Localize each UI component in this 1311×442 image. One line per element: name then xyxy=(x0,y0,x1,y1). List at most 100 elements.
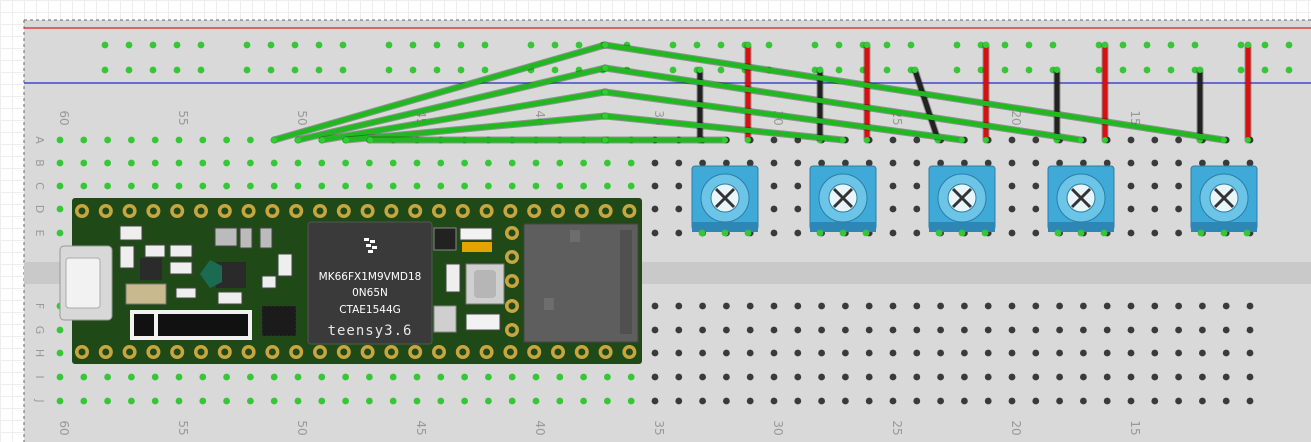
breadboard-hole xyxy=(627,182,635,190)
breadboard-hole xyxy=(723,349,730,357)
resistor-3 xyxy=(169,244,193,258)
breadboard-hole xyxy=(675,397,683,405)
breadboard-hole xyxy=(1080,397,1087,405)
breadboard-hole xyxy=(580,182,587,190)
breadboard-hole xyxy=(127,159,135,167)
teensy-pin-hole xyxy=(578,348,586,356)
teensy-pin-hole xyxy=(459,207,467,215)
breadboard-hole xyxy=(294,373,302,381)
regulator-chip xyxy=(140,258,162,280)
breadboard-hole xyxy=(1175,229,1182,237)
breadboard-hole xyxy=(1008,373,1016,381)
breadboard-hole xyxy=(675,373,683,381)
sd-card-edge xyxy=(620,230,632,334)
breadboard-hole xyxy=(127,397,135,405)
power-rail-hole xyxy=(1261,41,1269,49)
breadboard-hole xyxy=(127,182,135,190)
teensy-pin-hole xyxy=(508,253,516,261)
breadboard-hole xyxy=(1080,302,1087,310)
teensy-pin-hole xyxy=(316,207,324,215)
teensy-pin-hole xyxy=(530,207,538,215)
program-button-cap[interactable] xyxy=(474,270,496,298)
wire-end xyxy=(912,67,918,73)
column-number-label: 60 xyxy=(57,420,71,435)
pot-pin xyxy=(981,229,989,237)
teensy-pin-hole xyxy=(221,348,229,356)
power-rail-hole xyxy=(1001,66,1009,74)
smd-g xyxy=(433,227,457,251)
breadboard-hole xyxy=(770,136,778,144)
breadboard-hole xyxy=(247,182,254,190)
breadboard-hole xyxy=(770,302,778,310)
sd-card-slot xyxy=(523,223,639,343)
breadboard-hole xyxy=(127,373,135,381)
power-rail-hole xyxy=(765,41,773,49)
breadboard-hole xyxy=(1032,159,1040,167)
power-rail-hole xyxy=(1119,41,1127,49)
breadboard-hole xyxy=(1008,302,1016,310)
breadboard-hole xyxy=(270,373,278,381)
potentiometer xyxy=(1190,165,1258,237)
teensy-pin-hole xyxy=(530,348,538,356)
column-number-label: 20 xyxy=(1009,420,1023,435)
power-rail-hole xyxy=(339,41,347,49)
breadboard-hole xyxy=(1222,159,1230,167)
breadboard-hole xyxy=(1080,159,1087,167)
breadboard-hole xyxy=(1199,373,1206,381)
smd-d xyxy=(277,253,293,277)
breadboard-hole xyxy=(627,373,635,381)
power-rail-hole xyxy=(835,66,843,74)
power-rail-hole xyxy=(977,66,985,74)
wire-end xyxy=(1078,137,1084,143)
breadboard-hole xyxy=(818,326,825,334)
breadboard-hole xyxy=(604,397,611,405)
power-rail-hole xyxy=(267,66,275,74)
wire-end xyxy=(1054,67,1060,73)
breadboard-hole xyxy=(1199,397,1206,405)
breadboard-hole xyxy=(1032,182,1040,190)
breadboard-hole xyxy=(508,373,516,381)
teensy-pin-hole xyxy=(508,326,516,334)
breadboard-hole xyxy=(1008,326,1016,334)
resistor-1 xyxy=(119,225,143,241)
breadboard-hole xyxy=(1127,159,1135,167)
column-number-label: 55 xyxy=(176,110,190,125)
breadboard-hole xyxy=(389,159,397,167)
breadboard-hole xyxy=(699,397,706,405)
pot-pin xyxy=(1243,229,1251,237)
breadboard-hole xyxy=(1127,302,1135,310)
breadboard-hole xyxy=(889,205,897,213)
resistor-5 xyxy=(119,245,135,269)
row-letter-label: B xyxy=(33,159,46,167)
breadboard-hole xyxy=(961,302,968,310)
breadboard-hole xyxy=(223,136,231,144)
teensy-pin-hole xyxy=(78,348,86,356)
breadboard-hole xyxy=(1199,349,1206,357)
breadboard-hole xyxy=(770,349,778,357)
wire-end xyxy=(319,137,325,143)
breadboard-hole xyxy=(770,229,778,237)
breadboard-hole xyxy=(413,397,421,405)
power-rail-hole xyxy=(1095,41,1103,49)
wire-end xyxy=(602,42,608,48)
row-letter-label: A xyxy=(33,136,46,144)
teensy-pin-hole xyxy=(602,207,610,215)
breadboard-hole xyxy=(675,302,683,310)
wire-end xyxy=(983,42,989,48)
power-rail-hole xyxy=(433,41,441,49)
breadboard-hole xyxy=(175,397,183,405)
pot-base xyxy=(929,222,995,232)
capacitor xyxy=(125,283,167,305)
breadboard-hole xyxy=(294,182,302,190)
wire-end xyxy=(271,137,277,143)
teensy-brand-label: teensy3.6 xyxy=(328,323,413,339)
breadboard-hole xyxy=(1175,136,1182,144)
pot-base xyxy=(810,222,876,232)
pot-pin xyxy=(816,229,824,237)
breadboard-hole xyxy=(651,159,659,167)
breadboard-hole xyxy=(937,397,944,405)
breadboard-hole xyxy=(223,182,231,190)
breadboard-hole xyxy=(270,159,278,167)
power-rail-hole xyxy=(481,41,489,49)
breadboard-hole xyxy=(746,326,754,334)
